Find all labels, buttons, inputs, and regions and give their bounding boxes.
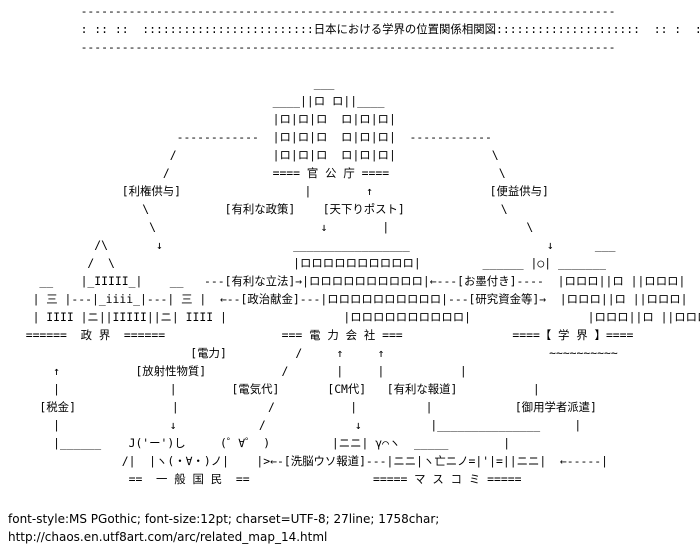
art-line: |______ J('ー')し (゜∀゜ ) |ニニ| γ⌒ヽ _____ | xyxy=(12,436,511,450)
art-line: ↑ [放射性物質] / | | | xyxy=(12,364,467,378)
art-line: / |ロ|ロ|ロ ロ|ロ|ロ| \ xyxy=(12,148,499,162)
art-line: [電力] / ↑ ↑ ~~~~~~~~~~ xyxy=(12,346,618,360)
art-line: ___ xyxy=(12,76,335,90)
art-line: ----------------------------------------… xyxy=(12,4,616,18)
art-line: |ロ|ロ|ロ ロ|ロ|ロ| xyxy=(12,112,396,126)
art-line: __ |_IIIII_| __ ---[有利な立法]→|ロロロロロロロロロロ|←… xyxy=(12,274,686,288)
art-line: / \ |ロロロロロロロロロロ| ______ |○| _______ xyxy=(12,256,606,270)
art-line: | IIII |ニ||IIIII||ニ| IIII | |ロロロロロロロロロロ|… xyxy=(12,310,700,324)
art-line: / ==== 官 公 庁 ==== \ xyxy=(12,166,506,180)
art-line: | 三 |---|_iiii_|---| 三 | ←--[政治献金]---|ロロ… xyxy=(12,292,688,306)
art-line: | ↓ / ↓ |_______________ | xyxy=(12,418,582,432)
art-line: [利権供与] | ↑ [便益供与] xyxy=(12,184,549,198)
source-url-link[interactable]: http://chaos.en.utf8art.com/arc/related_… xyxy=(8,530,328,544)
art-line: \ ↓ | \ xyxy=(12,220,534,234)
art-line: : :: :: :::::::::::::::::::::::::日本における学… xyxy=(12,22,700,36)
art-line: == 一 般 国 民 == ===== マ ス コ ミ ===== xyxy=(12,472,522,486)
art-line: ____||ロ ロ||____ xyxy=(12,94,385,108)
art-line: ====== 政 界 ====== === 電 力 会 社 === ====【 … xyxy=(12,328,634,342)
art-line: | | [電気代] [CM代] [有利な報道] | xyxy=(12,382,540,396)
art-line: ------------ |ロ|ロ|ロ ロ|ロ|ロ| ------------ xyxy=(12,130,492,144)
art-line: /\ ↓ _________________ ↓ ___ xyxy=(12,238,616,252)
art-metadata-line: font-style:MS PGothic; font-size:12pt; c… xyxy=(8,512,440,526)
related-map-ascii-art: ----------------------------------------… xyxy=(12,2,700,488)
art-line: ----------------------------------------… xyxy=(12,40,616,54)
art-line: \ [有利な政策] [天下りポスト] \ xyxy=(12,202,508,216)
art-line: /| |ヽ(・∀・)ノ| |>←-[洗脳ウソ報道]---|ニニ|ヽ亡ニノ=|'|… xyxy=(12,454,608,468)
art-line: [税金] | / | | [御用学者派遣] xyxy=(12,400,597,414)
